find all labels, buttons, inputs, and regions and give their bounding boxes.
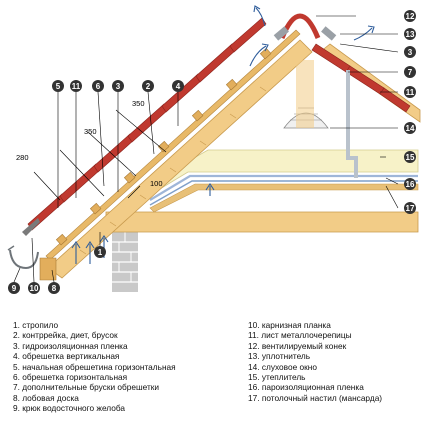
legend-item: 14. слуховое окно bbox=[248, 361, 317, 372]
svg-text:2: 2 bbox=[146, 82, 151, 91]
floor-beam bbox=[105, 211, 419, 233]
legend-item: 17. потолочный настил (мансарда) bbox=[248, 392, 383, 403]
svg-text:15: 15 bbox=[406, 153, 415, 162]
eaves-plank bbox=[22, 218, 40, 236]
dimension-label-4: 100 bbox=[150, 179, 163, 188]
callout-9: 9 bbox=[8, 282, 20, 294]
legend-item: 3. гидроизоляционная пленка bbox=[13, 340, 128, 351]
legend-item: 13. уплотнитель bbox=[248, 351, 311, 362]
vent-pipe bbox=[346, 70, 358, 178]
airflow-arrows bbox=[71, 5, 375, 264]
svg-text:7: 7 bbox=[408, 68, 413, 77]
svg-text:14: 14 bbox=[406, 124, 415, 133]
callout-15: 15 bbox=[404, 151, 416, 163]
dimension-label-1: 280 bbox=[16, 153, 29, 162]
callout-16: 16 bbox=[404, 178, 416, 190]
callout-11-left: 11 bbox=[70, 80, 82, 92]
legend: 1. стропило 2. контррейка, диет, брусок … bbox=[0, 320, 424, 440]
callout-11-right: 11 bbox=[404, 86, 416, 98]
svg-text:12: 12 bbox=[406, 12, 415, 21]
legend-item: 12. вентилируемый конек bbox=[248, 340, 347, 351]
legend-item: 4. обрешетка вертикальная bbox=[13, 351, 120, 362]
legend-item: 16. пароизоляционная пленка bbox=[248, 382, 364, 393]
svg-text:3: 3 bbox=[116, 82, 121, 91]
svg-text:17: 17 bbox=[406, 204, 415, 213]
callout-4: 4 bbox=[172, 80, 184, 92]
legend-item: 2. контррейка, диет, брусок bbox=[13, 330, 118, 341]
metal-tile-sheet-left bbox=[27, 17, 267, 231]
svg-text:3: 3 bbox=[408, 48, 413, 57]
svg-text:8: 8 bbox=[52, 284, 57, 293]
svg-text:1: 1 bbox=[98, 248, 103, 257]
ridge-seal-right bbox=[321, 26, 337, 41]
callout-3-right: 3 bbox=[404, 46, 416, 58]
legend-item: 6. обрешетка горизонтальная bbox=[13, 372, 128, 383]
ceiling-board bbox=[149, 183, 419, 213]
legend-item: 10. карнизная планка bbox=[248, 320, 331, 330]
callout-17: 17 bbox=[404, 202, 416, 214]
svg-text:13: 13 bbox=[406, 30, 415, 39]
metal-tile-sheet-right bbox=[311, 43, 411, 113]
callout-8: 8 bbox=[48, 282, 60, 294]
svg-text:10: 10 bbox=[30, 284, 39, 293]
legend-item: 15. утеплитель bbox=[248, 372, 306, 383]
legend-item: 5. начальная обрешетина горизонтальная bbox=[13, 361, 176, 372]
brick-wall bbox=[112, 232, 138, 292]
rafter bbox=[47, 39, 313, 279]
fascia-board bbox=[39, 257, 57, 281]
callout-14: 14 bbox=[404, 122, 416, 134]
svg-text:6: 6 bbox=[96, 82, 101, 91]
horizontal-battens bbox=[55, 47, 272, 246]
dimension-label-3: 350 bbox=[132, 99, 145, 108]
callout-13: 13 bbox=[404, 28, 416, 40]
vapor-barrier-film bbox=[149, 174, 418, 201]
callout-7: 7 bbox=[404, 66, 416, 78]
svg-text:16: 16 bbox=[406, 180, 415, 189]
legend-item: 8. лобовая доска bbox=[13, 392, 79, 403]
callout-2: 2 bbox=[142, 80, 154, 92]
legend-item: 11. лист металлочерепицы bbox=[248, 330, 352, 341]
legend-item: 9. крюк водосточного желоба bbox=[13, 403, 126, 414]
legend-item: 7. дополнительные бруски обрешетки bbox=[13, 382, 160, 393]
svg-text:11: 11 bbox=[72, 82, 81, 91]
legend-item: 1. стропило bbox=[13, 320, 59, 330]
svg-text:5: 5 bbox=[56, 82, 61, 91]
callout-6: 6 bbox=[92, 80, 104, 92]
dimension-label-2: 350 bbox=[84, 127, 97, 136]
dimension-lines bbox=[33, 109, 167, 201]
callout-12: 12 bbox=[404, 10, 416, 22]
callout-1: 1 bbox=[94, 246, 106, 258]
legend-column-right: 10. карнизная планка 11. лист металлочер… bbox=[248, 320, 382, 403]
legend-column-left: 1. стропило 2. контррейка, диет, брусок … bbox=[13, 320, 176, 414]
svg-text:9: 9 bbox=[12, 284, 17, 293]
callout-10: 10 bbox=[28, 282, 40, 294]
svg-text:11: 11 bbox=[406, 88, 415, 97]
gutter-hook bbox=[9, 249, 39, 270]
svg-text:4: 4 bbox=[176, 82, 181, 91]
roof-cross-section-diagram: 280 350 350 100 5 11 6 3 2 4 1 9 10 8 12… bbox=[7, 5, 421, 294]
callout-5: 5 bbox=[52, 80, 64, 92]
ridge-seal-left bbox=[273, 26, 289, 41]
callout-3-left: 3 bbox=[112, 80, 124, 92]
